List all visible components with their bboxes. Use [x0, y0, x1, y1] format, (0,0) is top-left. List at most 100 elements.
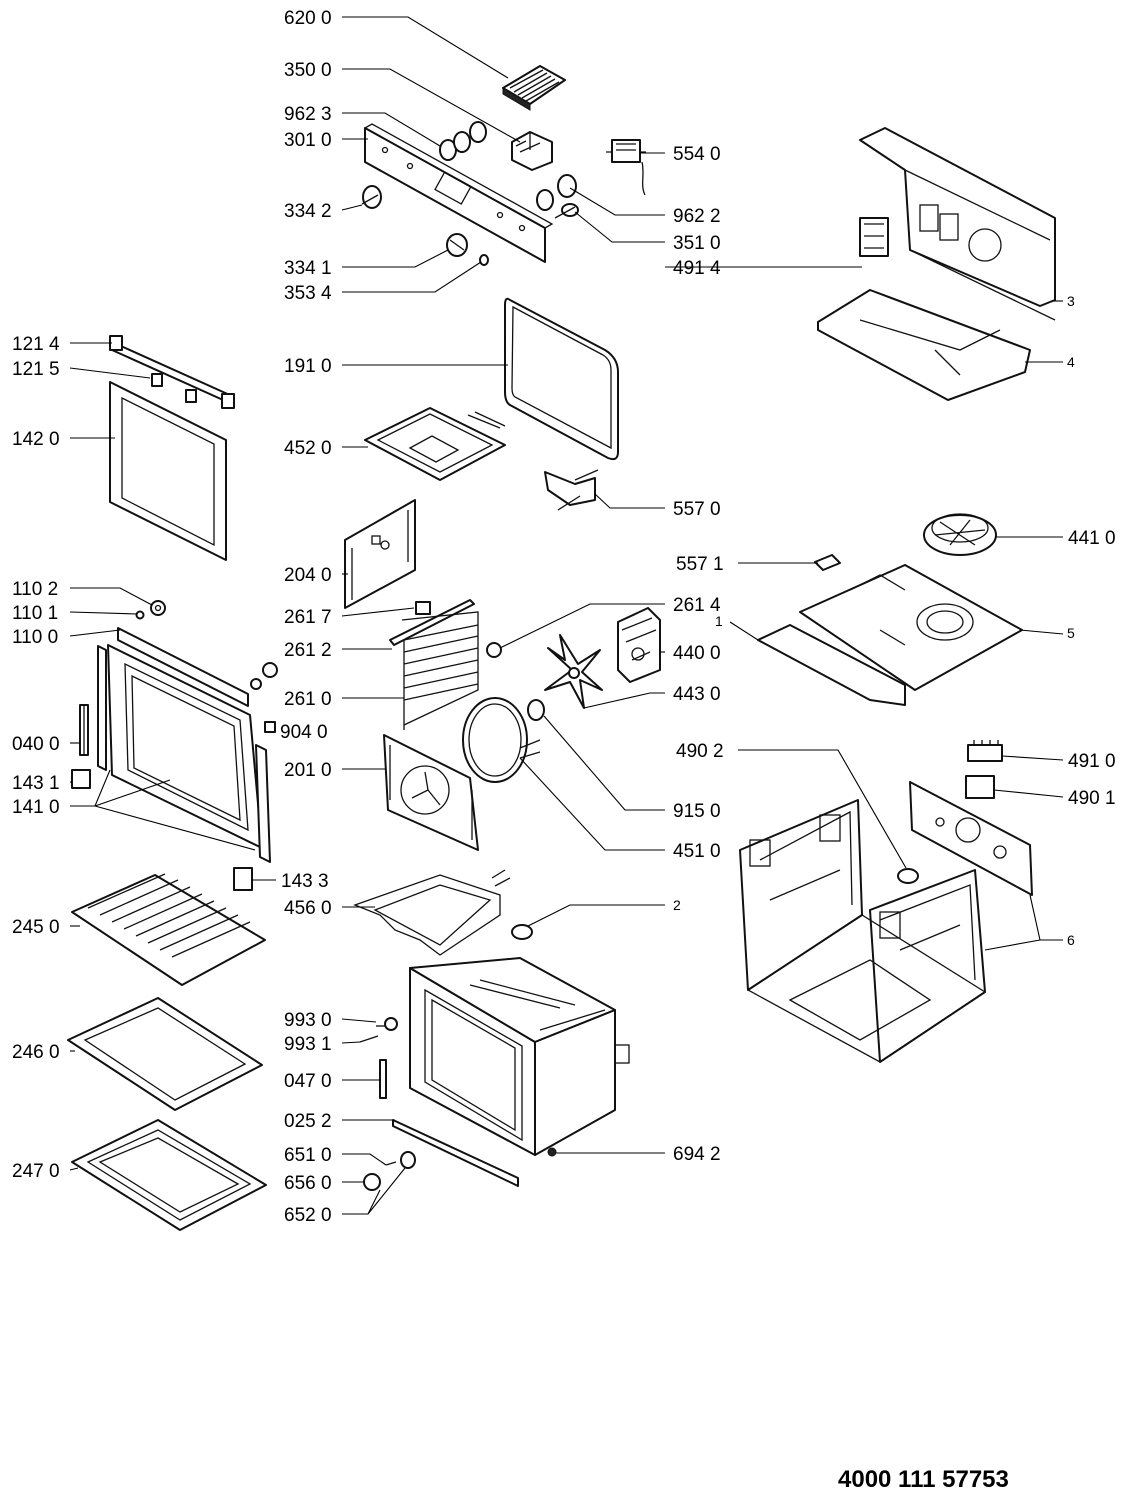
document-number: 4000 111 57753 — [838, 1466, 1009, 1493]
label-557-1: 557 1 — [676, 554, 724, 575]
label-962-2: 962 2 — [673, 206, 721, 227]
part-620-0 — [502, 65, 566, 111]
label-334-1: 334 1 — [284, 258, 332, 279]
part-334-2 — [361, 185, 382, 209]
part-246-0 — [67, 997, 263, 1111]
label-6: 6 — [1067, 932, 1075, 948]
label-962-3: 962 3 — [284, 104, 332, 125]
label-915-0: 915 0 — [673, 801, 721, 822]
part-labels: 620 0 350 0 962 3 301 0 334 2 334 1 353 … — [12, 8, 1116, 1226]
label-491-4: 491 4 — [673, 258, 721, 279]
part-350-0 — [511, 131, 553, 171]
part-491-0 — [967, 740, 1003, 762]
label-261-2: 261 2 — [284, 640, 332, 661]
part-915-0 — [527, 699, 545, 721]
part-554-0 — [606, 139, 646, 196]
label-246-0: 246 0 — [12, 1042, 60, 1063]
label-350-0: 350 0 — [284, 60, 332, 81]
label-993-1: 993 1 — [284, 1034, 332, 1055]
label-040-0: 040 0 — [12, 734, 60, 755]
label-4: 4 — [1067, 354, 1075, 370]
label-261-4: 261 4 — [673, 595, 721, 616]
part-993-1 — [359, 1035, 379, 1043]
part-490-2 — [897, 868, 919, 884]
part-040-0 — [79, 704, 89, 756]
part-334-1 — [446, 233, 468, 257]
label-247-0: 247 0 — [12, 1161, 60, 1182]
part-440-0 — [617, 607, 661, 683]
part-110-2 — [150, 600, 166, 616]
part-142-0 — [109, 381, 227, 561]
label-904-0: 904 0 — [280, 722, 328, 743]
label-491-0: 491 0 — [1068, 751, 1116, 772]
label-261-0: 261 0 — [284, 689, 332, 710]
part-490-1 — [965, 775, 995, 799]
part-2 — [511, 924, 533, 940]
label-452-0: 452 0 — [284, 438, 332, 459]
label-353-4: 353 4 — [284, 283, 332, 304]
label-993-0: 993 0 — [284, 1010, 332, 1031]
label-651-0: 651 0 — [284, 1145, 332, 1166]
label-490-2: 490 2 — [676, 741, 724, 762]
label-110-1: 110 1 — [12, 603, 58, 624]
part-261-2 — [389, 599, 475, 646]
part-oven-cavity — [409, 957, 630, 1156]
part-491-4 — [859, 217, 889, 257]
part-047-0 — [379, 1059, 387, 1099]
part-261-7 — [415, 601, 431, 615]
part-247-0 — [71, 1119, 267, 1231]
label-5: 5 — [1067, 625, 1075, 641]
part-110-1 — [135, 610, 145, 620]
label-261-7: 261 7 — [284, 607, 332, 628]
label-652-0: 652 0 — [284, 1205, 332, 1226]
part-washers — [250, 662, 278, 690]
label-191-0: 191 0 — [284, 356, 332, 377]
label-121-5: 121 5 — [12, 359, 60, 380]
label-110-0: 110 0 — [12, 627, 58, 648]
label-025-2: 025 2 — [284, 1111, 332, 1132]
label-456-0: 456 0 — [284, 898, 332, 919]
part-443-0 — [544, 634, 603, 709]
part-557-1 — [814, 554, 841, 571]
label-143-3: 143 3 — [281, 871, 329, 892]
part-441-0 — [923, 513, 997, 556]
label-301-0: 301 0 — [284, 130, 332, 151]
part-962-2 — [536, 174, 577, 211]
leader-lines — [69, 16, 1064, 1215]
label-121-4: 121 4 — [12, 334, 60, 355]
part-110-0 — [107, 627, 263, 849]
part-962-3 — [439, 121, 487, 161]
part-204-0 — [344, 499, 416, 609]
label-351-0: 351 0 — [673, 233, 721, 254]
part-back-panel — [909, 781, 1033, 896]
label-047-0: 047 0 — [284, 1071, 332, 1092]
label-110-2: 110 2 — [12, 579, 58, 600]
label-443-0: 443 0 — [673, 684, 721, 705]
part-261-0 — [401, 611, 479, 730]
part-452-0 — [364, 407, 506, 481]
label-1: 1 — [715, 613, 723, 629]
label-490-1: 490 1 — [1068, 788, 1116, 809]
part-456-0 — [353, 869, 511, 956]
part-651-0 — [385, 1151, 416, 1169]
part-201-0 — [383, 734, 479, 851]
part-141-0-sides — [97, 645, 271, 863]
part-261-4 — [486, 642, 502, 658]
label-557-0: 557 0 — [673, 499, 721, 520]
label-440-0: 440 0 — [673, 643, 721, 664]
label-143-1: 143 1 — [12, 773, 60, 794]
label-554-0: 554 0 — [673, 144, 721, 165]
part-656-0 — [363, 1173, 381, 1191]
label-204-0: 204 0 — [284, 565, 332, 586]
label-142-0: 142 0 — [12, 429, 60, 450]
part-694-2 — [547, 1147, 557, 1157]
part-557-0 — [544, 469, 599, 511]
part-middle-housing — [757, 564, 1023, 706]
part-451-0 — [462, 697, 541, 783]
part-904-0 — [264, 721, 276, 733]
label-451-0: 451 0 — [673, 841, 721, 862]
part-143-1 — [71, 769, 91, 789]
label-3: 3 — [1067, 293, 1075, 309]
label-141-0: 141 0 — [12, 797, 60, 818]
